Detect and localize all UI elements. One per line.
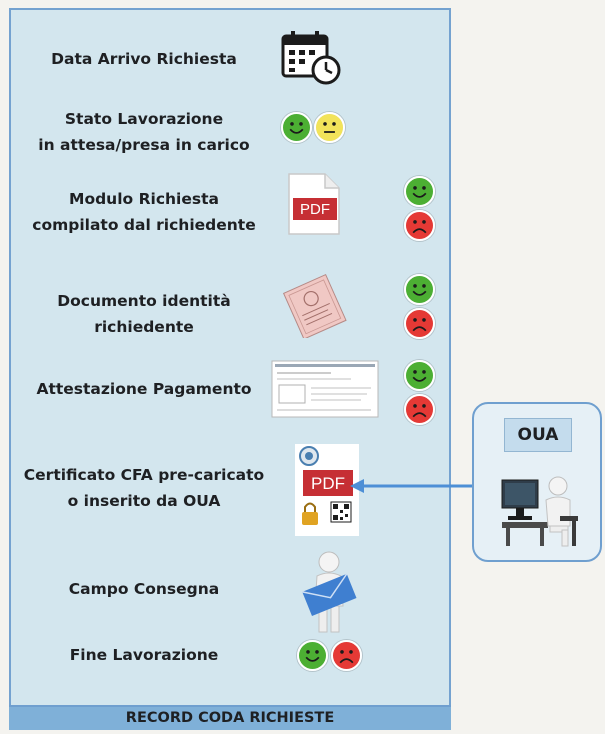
happy-face-icon xyxy=(404,360,435,391)
pdf-label: PDF xyxy=(300,201,330,218)
happy-face-icon xyxy=(404,274,435,305)
label-line: Documento identità xyxy=(57,292,231,310)
happy-face-icon xyxy=(281,112,312,143)
label-line: Campo Consegna xyxy=(68,580,220,598)
sad-face-icon xyxy=(331,640,362,671)
label-modulo-richiesta: Modulo Richiesta compilato dal richieden… xyxy=(9,186,279,238)
row-certificato-cfa: Certificato CFA pre-caricato o inserito … xyxy=(9,444,451,536)
happy-face-icon xyxy=(297,640,328,671)
row-campo-consegna: Campo Consegna xyxy=(9,548,451,633)
computer-user-icon xyxy=(498,470,582,554)
neutral-face-icon xyxy=(314,112,345,143)
sad-face-icon xyxy=(404,394,435,425)
oua-label: OUA xyxy=(504,418,572,452)
label-documento-identita: Documento identità richiedente xyxy=(9,288,279,340)
label-line: Fine Lavorazione xyxy=(69,646,219,664)
sad-face-icon xyxy=(404,308,435,339)
calendar-clock-icon xyxy=(281,28,343,90)
label-line: Attestazione Pagamento xyxy=(36,380,252,398)
row-stato-lavorazione: Stato Lavorazione in attesa/presa in car… xyxy=(9,100,451,180)
label-line: richiedente xyxy=(94,318,194,336)
label-line: o inserito da OUA xyxy=(67,492,221,510)
sad-face-icon xyxy=(404,210,435,241)
label-fine-lavorazione: Fine Lavorazione xyxy=(9,642,279,668)
label-line: Modulo Richiesta xyxy=(69,190,219,208)
certificate-pdf-icon: PDF xyxy=(295,444,359,540)
label-line: Stato Lavorazione xyxy=(64,110,224,128)
arrow-oua-to-certificate xyxy=(350,479,472,493)
row-fine-lavorazione: Fine Lavorazione xyxy=(9,636,451,716)
label-stato-lavorazione: Stato Lavorazione in attesa/presa in car… xyxy=(9,106,279,158)
label-line: in attesa/presa in carico xyxy=(38,136,250,154)
label-certificato-cfa: Certificato CFA pre-caricato o inserito … xyxy=(9,462,279,514)
pdf-label: PDF xyxy=(311,474,345,493)
row-documento-identita: Documento identità richiedente xyxy=(9,268,451,348)
oua-box: OUA xyxy=(472,402,602,562)
id-document-icon xyxy=(281,272,347,342)
label-campo-consegna: Campo Consegna xyxy=(9,576,279,602)
label-line: Certificato CFA pre-caricato xyxy=(23,466,265,484)
footer-record-coda: RECORD CODA RICHIESTE xyxy=(9,705,451,730)
label-line: compilato dal richiedente xyxy=(32,216,256,234)
label-attestazione-pagamento: Attestazione Pagamento xyxy=(9,376,279,402)
payment-receipt-icon xyxy=(271,360,379,422)
row-data-arrivo: Data Arrivo Richiesta xyxy=(9,22,451,102)
pdf-icon: PDF xyxy=(287,172,341,240)
label-data-arrivo: Data Arrivo Richiesta xyxy=(9,46,279,72)
delivery-person-icon xyxy=(299,550,359,640)
label-line: Data Arrivo Richiesta xyxy=(51,50,237,68)
row-modulo-richiesta: Modulo Richiesta compilato dal richieden… xyxy=(9,172,451,252)
happy-face-icon xyxy=(404,176,435,207)
row-attestazione-pagamento: Attestazione Pagamento xyxy=(9,356,451,436)
